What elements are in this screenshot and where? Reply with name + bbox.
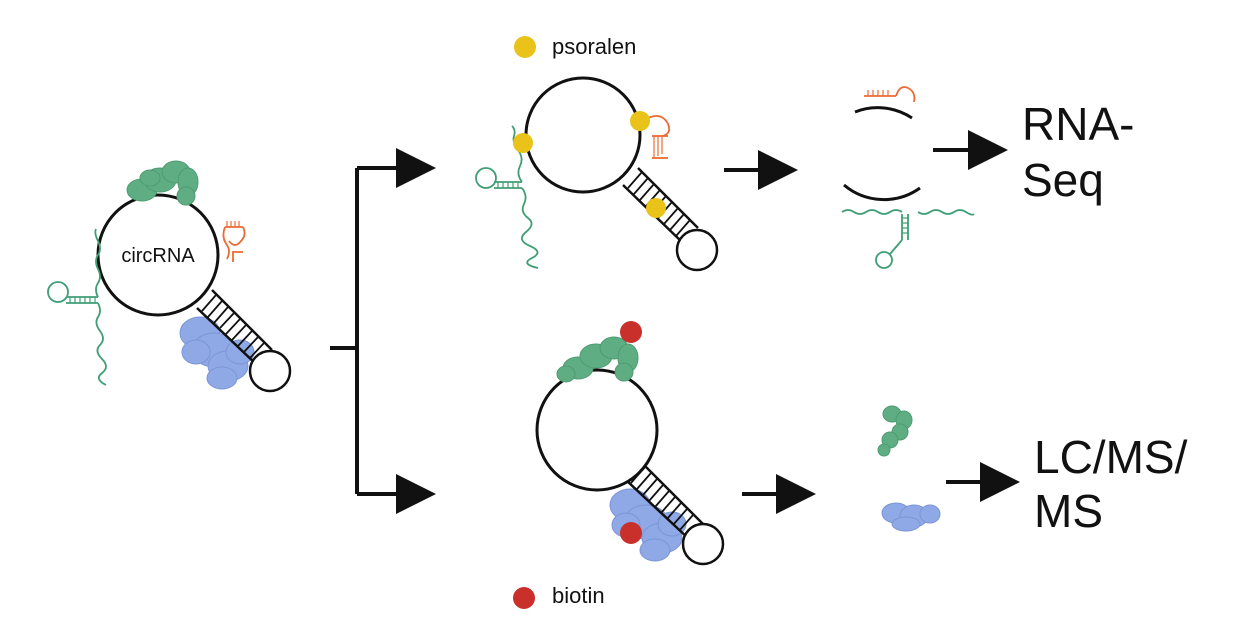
orange-rna-crosslinked (647, 115, 671, 159)
green-rna-partner (47, 228, 107, 386)
biotin-loop (535, 368, 659, 492)
rna-seq-label-line2: Seq (1022, 154, 1104, 206)
isolated-proteins (877, 405, 941, 532)
psoralen-dot (630, 111, 650, 131)
green-rna-released (841, 209, 975, 269)
psoralen-stem (622, 167, 719, 272)
stem-hairpin (196, 289, 292, 393)
psoralen-legend-icon (514, 36, 536, 58)
circrna-label: circRNA (121, 245, 195, 267)
lcmsms-label-line1: LC/MS/ (1034, 431, 1188, 483)
biotin-legend-label: biotin (552, 583, 605, 608)
green-protein (126, 160, 199, 206)
rna-seq-label-line1: RNA- (1022, 98, 1134, 150)
orange-rna-released (864, 86, 916, 103)
biotin-dot (620, 522, 642, 544)
fragmented-rna (841, 86, 975, 269)
biotin-complex (535, 321, 725, 566)
orange-rna-partner (222, 221, 246, 262)
green-protein-labeled (556, 336, 639, 383)
branch-connector (330, 148, 436, 514)
blue-protein-isolated (881, 502, 941, 532)
blue-protein (179, 316, 255, 390)
lcmsms-label-line2: MS (1034, 485, 1103, 537)
biotin-legend-icon (513, 587, 535, 609)
psoralen-dot (513, 133, 533, 153)
legend-biotin: biotin (513, 583, 605, 609)
input-complex: circRNA (47, 160, 292, 393)
psoralen-complex (475, 76, 719, 272)
biotin-stem (625, 461, 725, 566)
psoralen-dot (646, 198, 666, 218)
psoralen-legend-label: psoralen (552, 34, 636, 59)
biotin-dot (620, 321, 642, 343)
legend-psoralen: psoralen (514, 34, 636, 59)
green-protein-isolated (877, 405, 913, 457)
psoralen-loop (524, 76, 642, 194)
